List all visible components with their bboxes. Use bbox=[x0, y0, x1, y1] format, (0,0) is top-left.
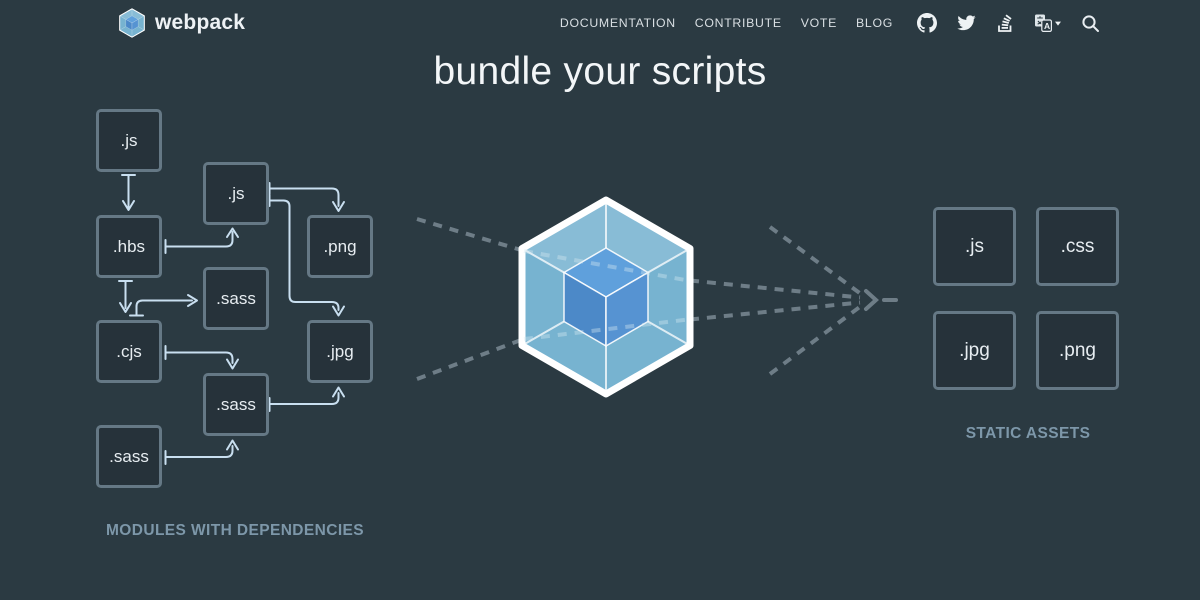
flow-dashes bbox=[416, 217, 863, 381]
nav-link-contribute[interactable]: CONTRIBUTE bbox=[694, 16, 782, 30]
asset-box-jpg: .jpg bbox=[933, 311, 1016, 390]
webpack-logo[interactable]: webpack bbox=[118, 7, 245, 39]
module-box-js-2: .js bbox=[203, 162, 269, 225]
webpack-logo-icon bbox=[119, 8, 145, 38]
module-box-jpg: .jpg bbox=[307, 320, 373, 383]
page-title: bundle your scripts bbox=[433, 50, 767, 93]
module-box-sass-2: .sass bbox=[203, 373, 269, 436]
asset-box-js: .js bbox=[933, 207, 1016, 286]
module-box-hbs: .hbs bbox=[96, 215, 162, 278]
svg-text:A: A bbox=[1044, 21, 1050, 31]
flow-dashes-faint bbox=[523, 249, 689, 341]
nav-link-blog[interactable]: BLOG bbox=[856, 16, 893, 30]
asset-box-css: .css bbox=[1036, 207, 1119, 286]
github-icon[interactable] bbox=[917, 13, 937, 33]
twitter-icon[interactable] bbox=[957, 15, 976, 31]
module-box-cjs: .cjs bbox=[96, 320, 162, 383]
nav-icon-bar: A bbox=[917, 13, 1100, 33]
brand-name: webpack bbox=[155, 11, 246, 34]
top-nav: webpack DOCUMENTATION CONTRIBUTE VOTE BL… bbox=[0, 0, 1200, 46]
search-icon[interactable] bbox=[1081, 14, 1100, 33]
module-box-sass-3: .sass bbox=[96, 425, 162, 488]
flow-arrowhead-icon bbox=[864, 289, 898, 311]
dependency-arrows bbox=[118, 174, 345, 465]
static-assets-caption: STATIC ASSETS bbox=[965, 425, 1091, 442]
nav-link-documentation[interactable]: DOCUMENTATION bbox=[559, 16, 676, 30]
modules-caption: MODULES WITH DEPENDENCIES bbox=[105, 522, 364, 539]
chevron-down-icon bbox=[1055, 21, 1061, 26]
module-box-png: .png bbox=[307, 215, 373, 278]
asset-box-png: .png bbox=[1036, 311, 1119, 390]
nav-links: DOCUMENTATION CONTRIBUTE VOTE BLOG bbox=[560, 16, 893, 30]
stackoverflow-icon[interactable] bbox=[996, 13, 1014, 33]
module-box-js-1: .js bbox=[96, 109, 162, 172]
nav-link-vote[interactable]: VOTE bbox=[800, 16, 838, 30]
language-icon[interactable]: A bbox=[1034, 13, 1061, 33]
module-box-sass-1: .sass bbox=[203, 267, 269, 330]
